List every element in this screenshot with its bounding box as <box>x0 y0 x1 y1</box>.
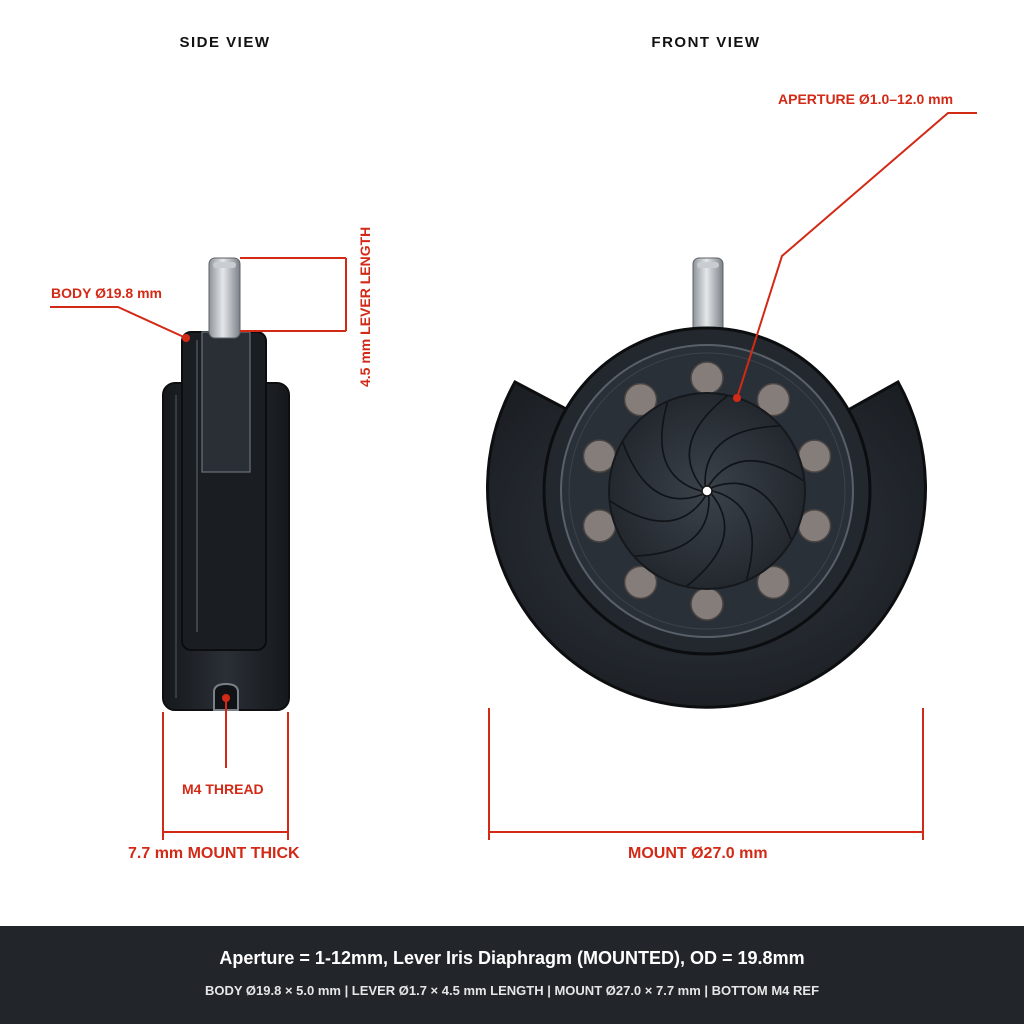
mounting-hole <box>623 382 658 417</box>
lever-pin <box>208 257 241 339</box>
footer-bar: Aperture = 1-12mm, Lever Iris Diaphragm … <box>0 926 1024 1024</box>
iris-blade-edge <box>711 482 792 540</box>
technical-drawing <box>50 112 977 840</box>
mount-diameter-callout: MOUNT Ø27.0 mm <box>628 845 768 862</box>
iris-blade-edge <box>712 490 754 580</box>
m4-thread-callout: M4 THREAD <box>182 781 264 797</box>
footer-spec-text: BODY Ø19.8 × 5.0 mm | LEVER Ø1.7 × 4.5 m… <box>204 983 820 998</box>
aperture-callout: APERTURE Ø1.0–12.0 mm <box>778 91 954 107</box>
iris-blade-edge <box>610 496 706 523</box>
side-view <box>162 257 290 711</box>
mount-thick-callout: 7.7 mm MOUNT THICK <box>128 845 300 862</box>
front-annotations <box>488 112 977 840</box>
front-view <box>486 257 927 709</box>
mounting-hole <box>582 509 617 543</box>
iris-blade-edge <box>708 459 804 486</box>
iris-blade-edge <box>704 425 780 486</box>
mounting-hole <box>756 382 791 417</box>
iris-blade-edge <box>634 496 710 557</box>
lever-slot <box>201 331 251 473</box>
iris-blade-edge <box>688 395 728 488</box>
side-view-title: SIDE VIEW <box>179 34 271 51</box>
mounting-hole <box>690 587 724 621</box>
mounting-hole <box>582 439 617 473</box>
side-annotations <box>50 257 347 840</box>
iris-blade-edge <box>660 402 702 492</box>
mounting-hole <box>797 509 832 543</box>
iris-blade-edge <box>686 494 726 587</box>
aperture-opening <box>701 485 713 497</box>
mounting-hole <box>797 439 832 473</box>
mounting-hole <box>690 361 724 395</box>
iris-blades <box>610 395 804 587</box>
lever-length-callout: 4.5 mm LEVER LENGTH <box>357 226 373 387</box>
footer-main-text: Aperture = 1-12mm, Lever Iris Diaphragm … <box>219 948 805 968</box>
mounting-hole <box>756 565 791 600</box>
mounting-hole <box>623 565 658 600</box>
body-callout: BODY Ø19.8 mm <box>51 285 163 301</box>
front-view-title: FRONT VIEW <box>651 34 761 51</box>
iris-blade-edge <box>622 442 703 500</box>
